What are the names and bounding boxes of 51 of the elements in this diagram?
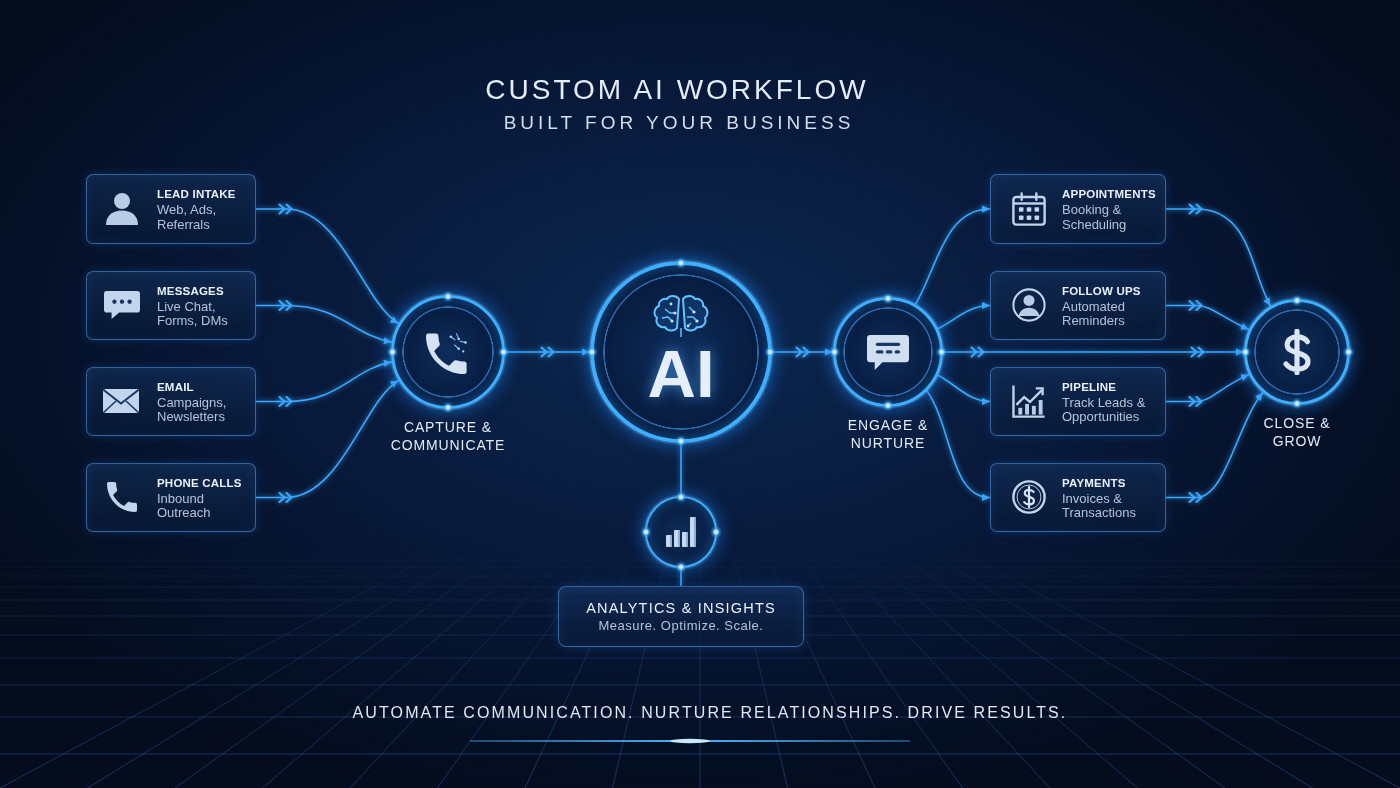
step-card (990, 174, 1166, 244)
card-heading: APPOINTMENTS (1062, 186, 1157, 202)
flow-arrow (937, 302, 991, 330)
card-text: Automated Reminders (1062, 299, 1126, 328)
panel-text: Measure. Optimize. Scale. (598, 617, 764, 634)
diagram-caption: AUTOMATE COMMUNICATION. NURTURE RELATIONSHIPS. DRIVE RESULTS. (352, 703, 1068, 723)
connector-line (680, 567, 682, 587)
step-card (86, 463, 256, 532)
flow-arrow (504, 346, 591, 358)
card-heading: LEAD INTAKE (157, 186, 237, 202)
flow-arrow (255, 203, 400, 325)
card-heading: MESSAGES (157, 283, 225, 298)
card-heading: PAYMENTS (1062, 475, 1127, 490)
step-card (86, 174, 256, 244)
flow-arrow (1165, 300, 1250, 331)
info-panel (558, 586, 804, 647)
flow-arrow (926, 390, 991, 501)
diagram-subtitle: BUILT FOR YOUR BUSINESS (503, 111, 855, 135)
card-heading: FOLLOW UPS (1062, 283, 1142, 298)
step-card (86, 271, 256, 340)
card-text: Inbound Outreach (157, 491, 212, 520)
flow-arrow (255, 379, 400, 503)
card-heading: PHONE CALLS (157, 475, 243, 490)
flow-arrow (1165, 203, 1272, 307)
card-text: Track Leads & Opportunities (1062, 395, 1147, 424)
card-text: Web, Ads, Referrals (157, 202, 217, 232)
step-card (990, 271, 1166, 340)
diagram-title: CUSTOM AI WORKFLOW (485, 73, 869, 107)
card-heading: PIPELINE (1062, 379, 1117, 394)
flow-arrow (1165, 391, 1264, 503)
flow-arrow (937, 374, 991, 405)
step-card (990, 463, 1166, 532)
hub-label: ENGAGE & NURTURE (846, 416, 930, 452)
panel-heading: ANALYTICS & INSIGHTS (586, 599, 776, 617)
step-card (990, 367, 1166, 436)
flow-arrow (914, 205, 991, 306)
card-text: Campaigns, Newsletters (157, 395, 228, 424)
flow-arrow (771, 346, 834, 358)
card-text: Live Chat, Forms, DMs (157, 299, 229, 328)
flow-arrow (255, 359, 393, 407)
card-text: Invoices & Transactions (1062, 491, 1137, 520)
card-text: Booking & Scheduling (1062, 202, 1128, 232)
flow-arrow (1165, 373, 1250, 407)
connector-line (680, 442, 682, 497)
hub-label: CLOSE & GROW (1262, 414, 1332, 450)
step-card (86, 367, 256, 436)
flow-arrow (255, 300, 393, 345)
hub-label: CAPTURE & COMMUNICATE (389, 418, 507, 454)
card-heading: EMAIL (157, 379, 195, 394)
hub-title: AI (647, 340, 715, 407)
flow-arrow (942, 346, 1245, 358)
